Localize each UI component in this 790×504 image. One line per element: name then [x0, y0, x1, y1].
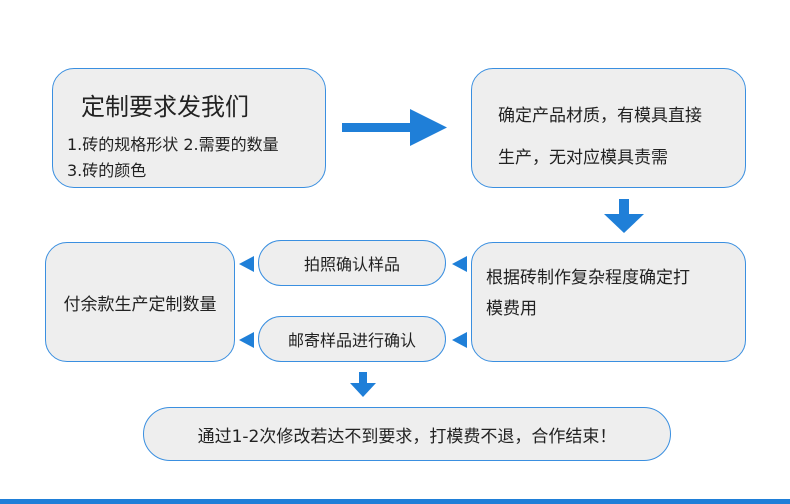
final-result-pill: 通过1-2次修改若达不到要求，打模费不退，合作结束！ [143, 407, 671, 461]
bottom-divider [0, 499, 790, 504]
step2-line2: 生产，无对应模具责需 [498, 148, 668, 168]
step2-line1: 确定产品材质，有模具直接 [498, 106, 702, 126]
step1-title: 定制要求发我们 [81, 93, 249, 121]
arrow-left-small-2 [452, 332, 467, 348]
arrow-left-small-3 [239, 256, 254, 272]
step1-line1: 1.砖的规格形状 2.需要的数量 [67, 135, 279, 154]
step3-line2: 模费用 [486, 299, 537, 319]
step3-line1: 根据砖制作复杂程度确定打 [486, 268, 690, 288]
final-result-label: 通过1-2次修改若达不到要求，打模费不退，合作结束！ [197, 426, 617, 447]
step1-box: 定制要求发我们 1.砖的规格形状 2.需要的数量 3.砖的颜色 [52, 68, 326, 188]
branch-photo-label: 拍照确认样品 [303, 255, 400, 274]
arrow-left-small-1 [452, 256, 467, 272]
step2-box: 确定产品材质，有模具直接 生产，无对应模具责需 [471, 68, 746, 188]
step4-label: 付余款生产定制数量 [63, 294, 217, 315]
step1-line2: 3.砖的颜色 [67, 161, 147, 180]
step4-box: 付余款生产定制数量 [45, 242, 235, 362]
arrow-down-left [350, 372, 376, 397]
arrow-right-main [342, 109, 447, 146]
arrow-left-small-4 [239, 332, 254, 348]
step3-box: 根据砖制作复杂程度确定打 模费用 [471, 242, 746, 362]
arrow-down-right [604, 199, 644, 233]
branch-photo-confirm: 拍照确认样品 [258, 240, 446, 286]
branch-mail-label: 邮寄样品进行确认 [287, 331, 416, 350]
branch-mail-confirm: 邮寄样品进行确认 [258, 316, 446, 362]
